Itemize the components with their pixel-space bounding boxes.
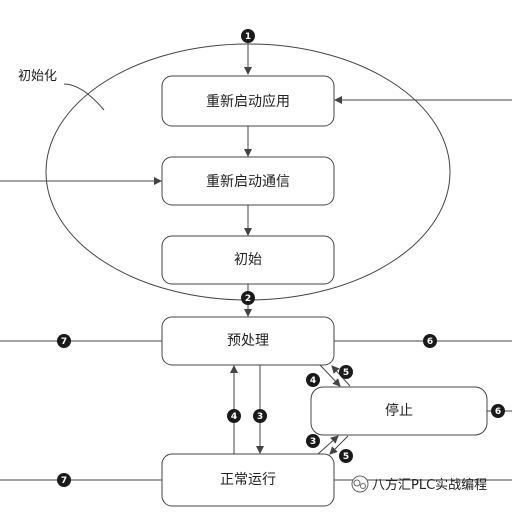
transition-badge-6a bbox=[423, 334, 437, 348]
init-region-leader bbox=[63, 83, 105, 111]
transition-badge-4b bbox=[306, 373, 320, 387]
transition-badge-4a-label: 4 bbox=[231, 412, 237, 422]
init-region-label: 初始化 bbox=[18, 69, 57, 84]
transition-badge-3b bbox=[306, 434, 320, 448]
transition-badge-6b bbox=[491, 404, 505, 418]
transition-badge-2 bbox=[241, 291, 255, 305]
transition-badge-6a-label: 6 bbox=[427, 337, 433, 347]
state-preprocess-label: 预处理 bbox=[227, 333, 269, 349]
transition-badge-3a bbox=[253, 409, 267, 423]
state-restart-app-label: 重新启动应用 bbox=[206, 93, 290, 110]
state-init-label: 初始 bbox=[234, 251, 262, 268]
transition-badge-2-label: 2 bbox=[245, 294, 251, 304]
transition-badge-1-label: 1 bbox=[245, 32, 251, 42]
transition-badge-5a-label: 5 bbox=[343, 368, 349, 378]
transition-badge-7a bbox=[57, 334, 71, 348]
transition-badge-6b-label: 6 bbox=[495, 407, 501, 417]
arrow-stop-to-normal bbox=[329, 435, 349, 455]
watermark: 八方汇PLC实战编程 bbox=[351, 475, 487, 493]
state-normal-run-label: 正常运行 bbox=[220, 472, 276, 488]
transition-badge-7b bbox=[57, 473, 71, 487]
transition-badge-3b-label: 3 bbox=[310, 437, 316, 447]
arrow-preprocess-to-stop bbox=[319, 364, 341, 387]
transition-badge-3a-label: 3 bbox=[257, 412, 263, 422]
transition-badge-5a bbox=[339, 365, 353, 379]
transition-badge-4b-label: 4 bbox=[310, 376, 316, 386]
transition-badge-7b-label: 7 bbox=[61, 476, 67, 486]
transition-badge-5b bbox=[339, 449, 353, 463]
transition-badge-7a-label: 7 bbox=[61, 337, 67, 347]
state-stop-label: 停止 bbox=[385, 402, 413, 419]
watermark-text: 八方汇PLC实战编程 bbox=[372, 477, 487, 493]
arrow-normal-to-stop bbox=[317, 435, 339, 455]
state-restart-comm-label: 重新启动通信 bbox=[206, 174, 290, 190]
transition-badge-5b-label: 5 bbox=[343, 452, 349, 462]
transition-badge-1 bbox=[241, 29, 255, 43]
transition-badge-4a bbox=[227, 409, 241, 423]
